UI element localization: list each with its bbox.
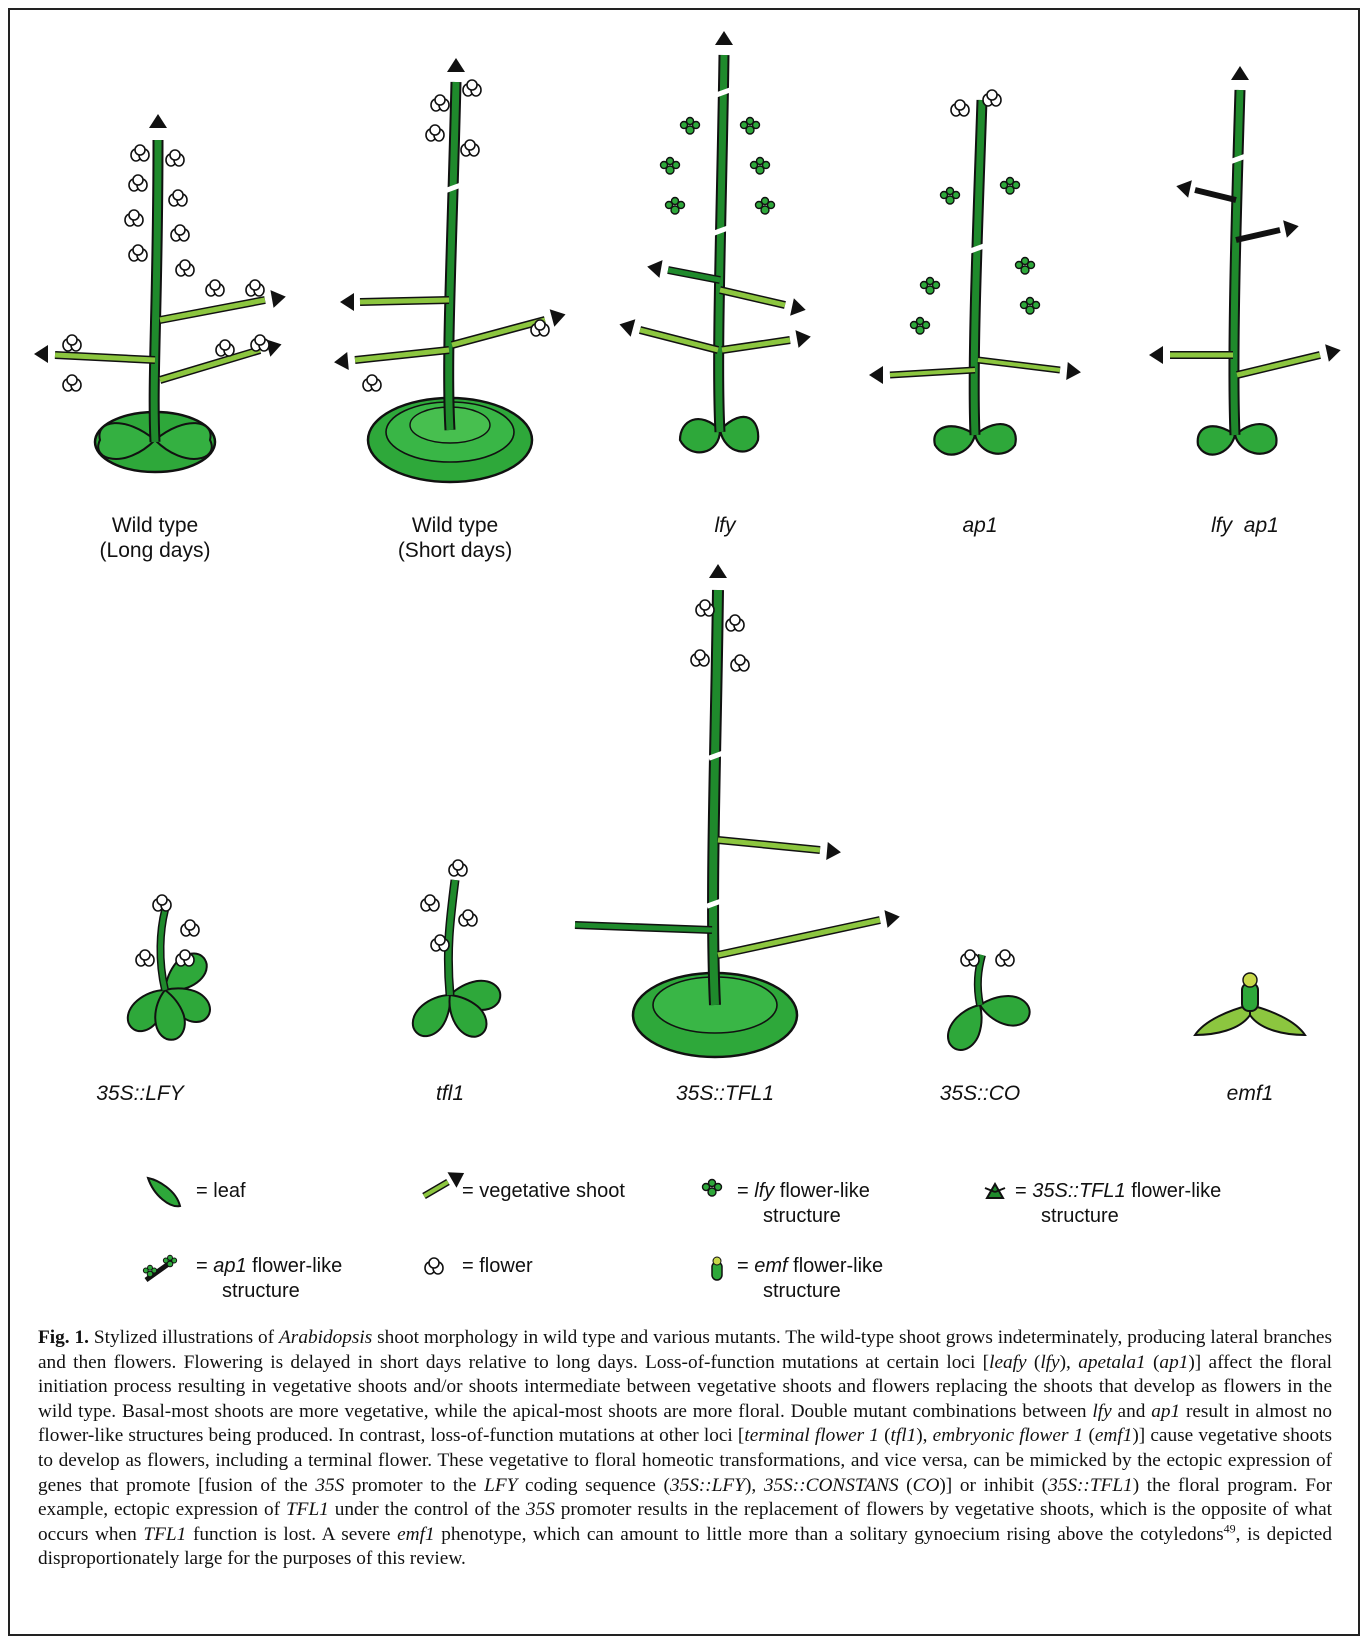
ap1-flower-like-icon bbox=[143, 1255, 176, 1280]
plant-lfy bbox=[617, 31, 812, 452]
caption-part: coding sequence ( bbox=[517, 1475, 670, 1496]
legend-lfy-flower-like: = lfy flower-like structure bbox=[737, 1179, 870, 1229]
plant-label-lfy-ap1: lfy ap1 bbox=[1190, 513, 1300, 538]
caption-part: TFL1 bbox=[286, 1499, 329, 1520]
caption-part: 35S bbox=[526, 1499, 555, 1520]
plant-label-35s-lfy: 35S::LFY bbox=[75, 1081, 205, 1106]
plant-label-ap1: ap1 bbox=[935, 513, 1025, 538]
caption-part: lfy bbox=[1040, 1352, 1059, 1373]
legend-emf-flower-like: = emf flower-like structure bbox=[737, 1254, 883, 1304]
caption-part: apetala1 bbox=[1078, 1352, 1145, 1373]
caption-part: ap1 bbox=[1159, 1352, 1188, 1373]
caption-part: promoter to the bbox=[344, 1475, 484, 1496]
plant-wild-type-long-days bbox=[34, 114, 287, 472]
plant-35s-tfl1 bbox=[575, 564, 901, 1057]
caption-part: under the control of the bbox=[329, 1499, 526, 1520]
caption-part: terminal flower 1 bbox=[744, 1425, 879, 1446]
plant-35s-co bbox=[940, 950, 1035, 1056]
caption-part: Stylized illustrations of bbox=[89, 1327, 279, 1348]
caption-part: ), bbox=[916, 1425, 932, 1446]
plant-label-wild-type-long: Wild type(Long days) bbox=[85, 513, 225, 563]
legend-flower: = flower bbox=[462, 1254, 533, 1279]
plant-emf1 bbox=[1195, 973, 1305, 1035]
caption-part: leafy bbox=[989, 1352, 1026, 1373]
plant-ap1 bbox=[869, 90, 1082, 455]
caption-part: 35S::CONSTANS bbox=[764, 1475, 899, 1496]
caption-part: 35S::TFL1 bbox=[1048, 1475, 1133, 1496]
lfy-flower-like-icon bbox=[703, 1180, 722, 1197]
caption-body: Stylized illustrations of Arabidopsis sh… bbox=[38, 1327, 1332, 1569]
caption-part: ( bbox=[1027, 1352, 1041, 1373]
plant-label-wild-type-short: Wild type(Short days) bbox=[385, 513, 525, 563]
plant-lfy-ap1 bbox=[1149, 66, 1343, 455]
plant-tfl1 bbox=[406, 860, 504, 1042]
caption-part: ), bbox=[1060, 1352, 1079, 1373]
legend-ap1-flower-like: = ap1 flower-like structure bbox=[196, 1254, 342, 1304]
plant-label-35s-tfl1: 35S::TFL1 bbox=[655, 1081, 795, 1106]
caption-part: 35S::LFY bbox=[670, 1475, 745, 1496]
leaf-icon bbox=[148, 1178, 180, 1206]
plant-wild-type-short-days bbox=[333, 58, 568, 482]
caption-part: ( bbox=[1083, 1425, 1095, 1446]
caption-part: function is lost. A severe bbox=[186, 1524, 397, 1545]
caption-part: emf1 bbox=[397, 1524, 434, 1545]
caption-part: Arabidopsis bbox=[279, 1327, 372, 1348]
caption-part: 35S bbox=[315, 1475, 344, 1496]
emf-flower-like-icon bbox=[712, 1257, 722, 1280]
figure-caption: Fig. 1. Stylized illustrations of Arabid… bbox=[38, 1326, 1332, 1572]
caption-part: lfy bbox=[1092, 1401, 1111, 1422]
caption-part: ( bbox=[1146, 1352, 1160, 1373]
caption-part: )] or inhibit ( bbox=[939, 1475, 1048, 1496]
caption-part: LFY bbox=[484, 1475, 517, 1496]
legend-35s-tfl1-flower-like: = 35S::TFL1 flower-like structure bbox=[1015, 1179, 1221, 1229]
caption-part: embryonic flower 1 bbox=[933, 1425, 1084, 1446]
flower-icon bbox=[425, 1258, 443, 1274]
caption-part: ( bbox=[898, 1475, 912, 1496]
caption-part: phenotype, which can amount to little mo… bbox=[435, 1524, 1224, 1545]
legend-leaf: = leaf bbox=[196, 1179, 246, 1204]
35s-tfl1-flower-like-icon bbox=[985, 1184, 1005, 1198]
plant-35s-lfy bbox=[121, 895, 216, 1042]
caption-part: TFL1 bbox=[143, 1524, 186, 1545]
plant-label-35s-co: 35S::CO bbox=[925, 1081, 1035, 1106]
plant-label-tfl1: tfl1 bbox=[410, 1081, 490, 1106]
caption-part: 49 bbox=[1224, 1521, 1236, 1535]
caption-part: emf1 bbox=[1095, 1425, 1132, 1446]
legend-vegetative-shoot: = vegetative shoot bbox=[462, 1179, 625, 1204]
caption-part: ap1 bbox=[1151, 1401, 1180, 1422]
caption-part: and bbox=[1112, 1401, 1152, 1422]
caption-fig-label: Fig. 1. bbox=[38, 1327, 89, 1348]
caption-part: tfl1 bbox=[891, 1425, 917, 1446]
caption-part: ( bbox=[879, 1425, 891, 1446]
caption-part: ), bbox=[745, 1475, 764, 1496]
plant-label-emf1: emf1 bbox=[1210, 1081, 1290, 1106]
plant-label-lfy: lfy bbox=[680, 513, 770, 538]
caption-part: CO bbox=[913, 1475, 940, 1496]
